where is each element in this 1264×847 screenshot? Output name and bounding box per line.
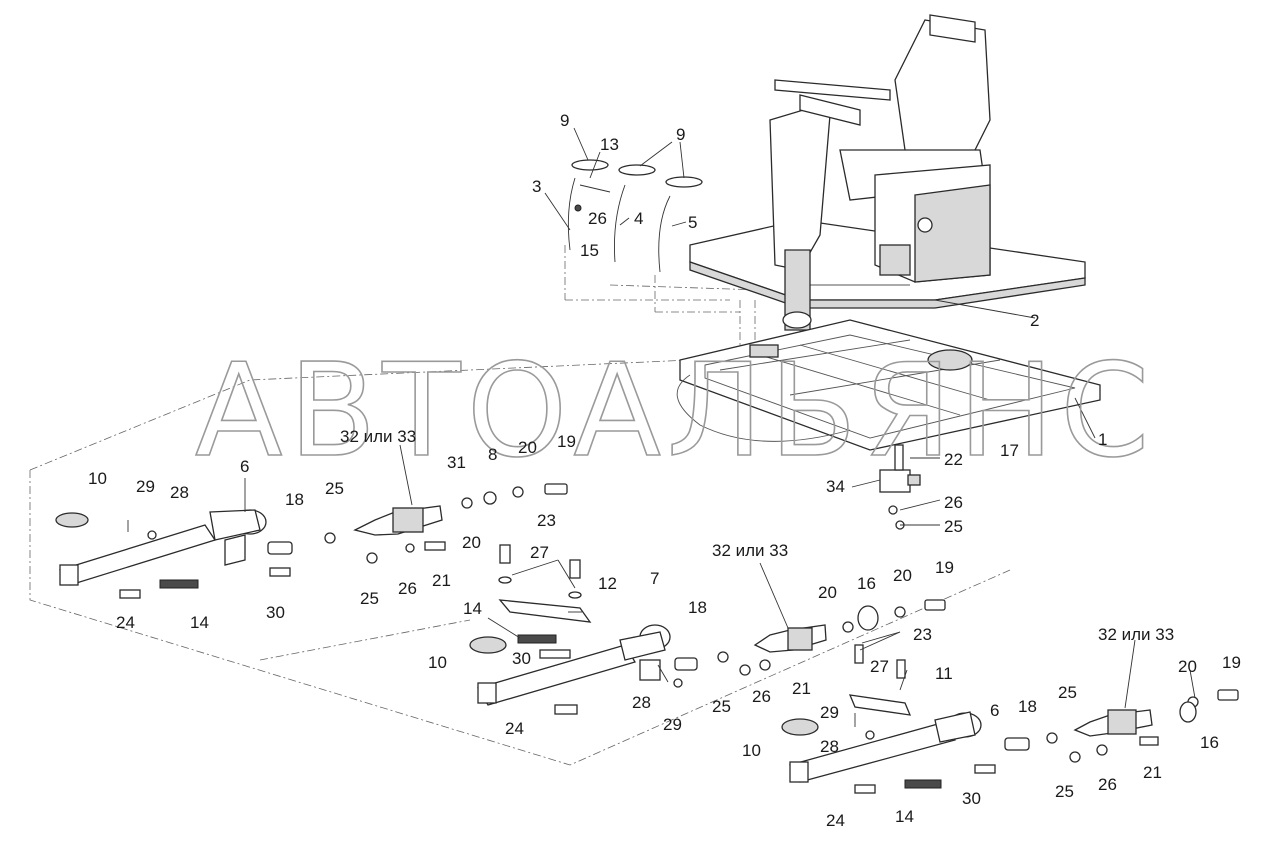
label-part-27: 27 — [530, 543, 549, 562]
label-part-21: 21 — [432, 571, 451, 590]
label-part-22: 22 — [944, 450, 963, 469]
label-part-20: 20 — [518, 438, 537, 457]
label-part-16: 16 — [857, 574, 876, 593]
label-part-5: 5 — [688, 213, 697, 232]
label-part-20: 20 — [462, 533, 481, 552]
label-part-9: 9 — [676, 125, 685, 144]
label-part-26: 26 — [398, 579, 417, 598]
label-part-28: 28 — [170, 483, 189, 502]
label-part-25: 25 — [325, 479, 344, 498]
label-part-25: 25 — [712, 697, 731, 716]
label-part-14: 14 — [895, 807, 914, 826]
label-part-2: 2 — [1030, 311, 1039, 330]
label-part-24: 24 — [826, 811, 845, 830]
leader-lines — [244, 127, 1196, 709]
watermark-text: АВТОАЛЬЯНС — [195, 337, 1156, 486]
label-part-23: 23 — [537, 511, 556, 530]
label-part-7: 7 — [650, 569, 659, 588]
label-part-26: 26 — [944, 493, 963, 512]
label-part-10: 10 — [88, 469, 107, 488]
label-part-25: 25 — [360, 589, 379, 608]
label-part-28: 28 — [632, 693, 651, 712]
label-part-9: 9 — [560, 111, 569, 130]
label-part-25: 25 — [1055, 782, 1074, 801]
label-part-20: 20 — [818, 583, 837, 602]
label-part-31: 31 — [447, 453, 466, 472]
label-part-27: 27 — [870, 657, 889, 676]
label-part-21: 21 — [792, 679, 811, 698]
label-part-4: 4 — [634, 209, 643, 228]
label-part-14: 14 — [463, 599, 482, 618]
label-part-18: 18 — [688, 598, 707, 617]
label-part-19: 19 — [1222, 653, 1241, 672]
frame-assembly — [676, 319, 1101, 451]
label-part-15: 15 — [580, 241, 599, 260]
label-part-20: 20 — [893, 566, 912, 585]
callout-labels: 2 1 17 22 34 26 25 9 9 13 3 26 4 5 15 32… — [88, 111, 1241, 830]
label-part-32-or-33: 32 или 33 — [1098, 625, 1174, 644]
pedal-group-middle — [469, 544, 946, 715]
label-part-1: 1 — [1098, 430, 1107, 449]
label-part-26: 26 — [588, 209, 607, 228]
label-part-34: 34 — [826, 477, 845, 496]
label-part-26: 26 — [1098, 775, 1117, 794]
label-part-8: 8 — [488, 445, 497, 464]
label-part-20: 20 — [1178, 657, 1197, 676]
label-part-10: 10 — [428, 653, 447, 672]
label-part-10: 10 — [742, 741, 761, 760]
label-part-6: 6 — [990, 701, 999, 720]
label-part-6: 6 — [240, 457, 249, 476]
label-part-21: 21 — [1143, 763, 1162, 782]
label-part-13: 13 — [600, 135, 619, 154]
control-cables — [567, 159, 703, 273]
pedal-group-left — [55, 483, 568, 599]
label-part-19: 19 — [935, 558, 954, 577]
label-part-25: 25 — [944, 517, 963, 536]
label-part-19: 19 — [557, 432, 576, 451]
label-part-24: 24 — [505, 719, 524, 738]
label-part-29: 29 — [820, 703, 839, 722]
label-part-32-or-33: 32 или 33 — [340, 427, 416, 446]
cabin-floor-assembly — [689, 14, 1086, 331]
label-part-29: 29 — [136, 477, 155, 496]
label-part-14: 14 — [190, 613, 209, 632]
label-part-18: 18 — [1018, 697, 1037, 716]
label-part-30: 30 — [266, 603, 285, 622]
label-part-24: 24 — [116, 613, 135, 632]
label-part-17: 17 — [1000, 441, 1019, 460]
pedal-group-right — [781, 644, 1239, 794]
label-part-18: 18 — [285, 490, 304, 509]
label-part-30: 30 — [962, 789, 981, 808]
label-part-23: 23 — [913, 625, 932, 644]
label-part-25: 25 — [1058, 683, 1077, 702]
label-part-32-or-33: 32 или 33 — [712, 541, 788, 560]
label-part-12: 12 — [598, 574, 617, 593]
label-part-28: 28 — [820, 737, 839, 756]
label-part-29: 29 — [663, 715, 682, 734]
label-part-11: 11 — [935, 664, 953, 683]
label-part-30: 30 — [512, 649, 531, 668]
label-part-16: 16 — [1200, 733, 1219, 752]
label-part-26: 26 — [752, 687, 771, 706]
label-part-3: 3 — [532, 177, 541, 196]
